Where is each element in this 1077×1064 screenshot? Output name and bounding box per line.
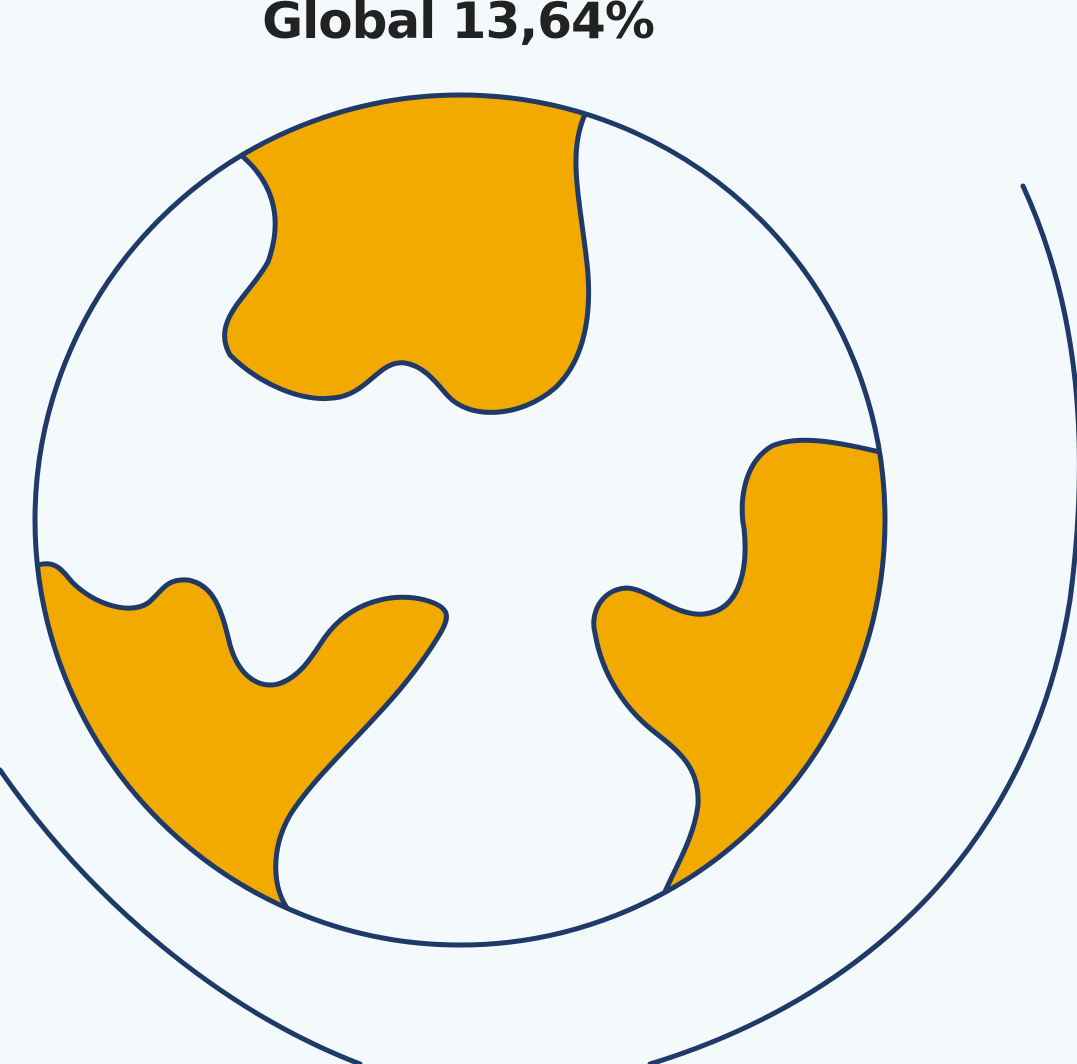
orbit-arc-right (647, 183, 1077, 1064)
orbit-arc-left (0, 767, 363, 1064)
continent-top (197, 95, 592, 415)
stat-title: Global 13,64% (262, 0, 655, 50)
globe-outline (32, 92, 888, 948)
